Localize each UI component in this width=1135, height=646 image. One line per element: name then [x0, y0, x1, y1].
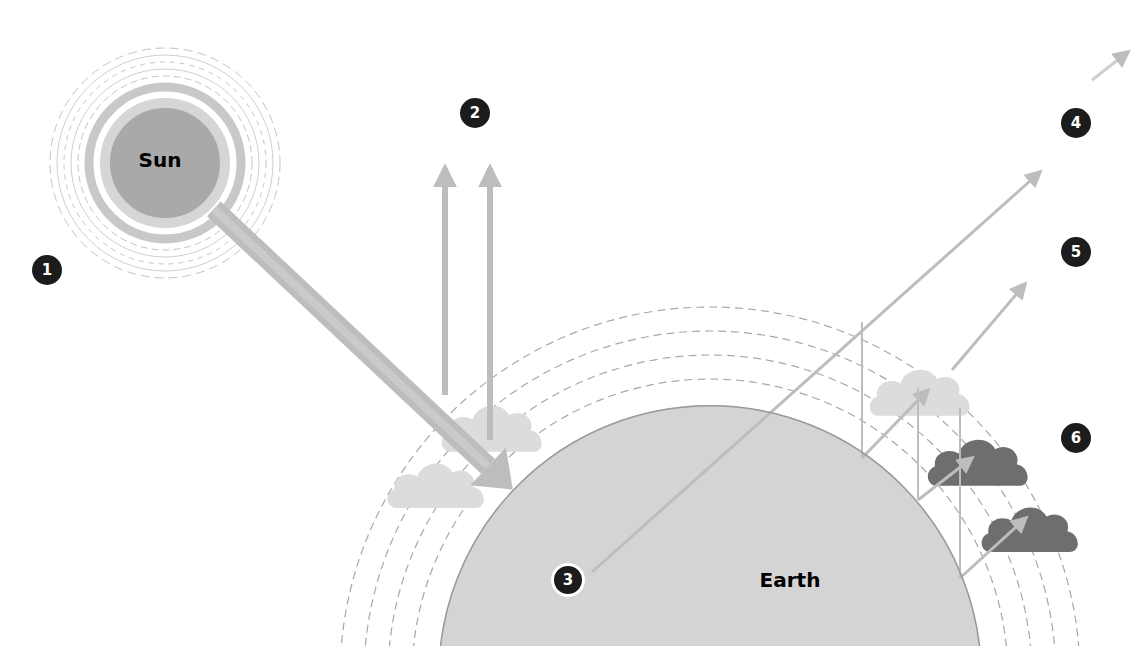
emission-ray — [960, 518, 1026, 578]
arrow-head — [470, 447, 513, 489]
earth-surface — [438, 405, 982, 646]
atmosphere — [340, 307, 1080, 646]
emission-line — [959, 408, 961, 578]
node-shape — [105, 103, 225, 223]
node-outline — [438, 405, 982, 646]
callout-number: 5 — [1061, 237, 1091, 267]
callout-number: 4 — [1061, 108, 1091, 138]
atmosphere-layer — [388, 355, 1032, 646]
node-label: Sun — [139, 148, 182, 172]
atmosphere-layer — [412, 379, 1008, 646]
node-shape — [439, 406, 982, 646]
emission-line — [917, 388, 919, 500]
outgoing-ray — [592, 172, 1040, 572]
atmosphere-layer — [364, 331, 1056, 646]
reflected-ray — [442, 168, 448, 395]
arrow-shaft — [214, 209, 488, 466]
emission-ray — [918, 458, 972, 500]
emission-ray — [862, 390, 928, 458]
earth-circle: Earth — [438, 405, 982, 646]
callout-number: 3 — [551, 563, 585, 597]
arrow-shaft-inner — [214, 209, 488, 466]
emission-line — [861, 322, 863, 458]
cloud — [870, 370, 970, 416]
sunlight-arrow — [214, 209, 513, 490]
node-label: Earth — [760, 568, 821, 592]
outgoing-ray — [952, 284, 1025, 370]
callout-number: 6 — [1061, 423, 1091, 453]
callout-number: 1 — [32, 255, 62, 285]
sun-circle: Sun — [100, 98, 230, 228]
atmosphere-layer — [340, 307, 1080, 646]
escaping-ray — [1092, 52, 1128, 80]
reflected-ray — [487, 168, 493, 440]
callout-number: 2 — [460, 98, 490, 128]
cloud — [388, 464, 484, 508]
